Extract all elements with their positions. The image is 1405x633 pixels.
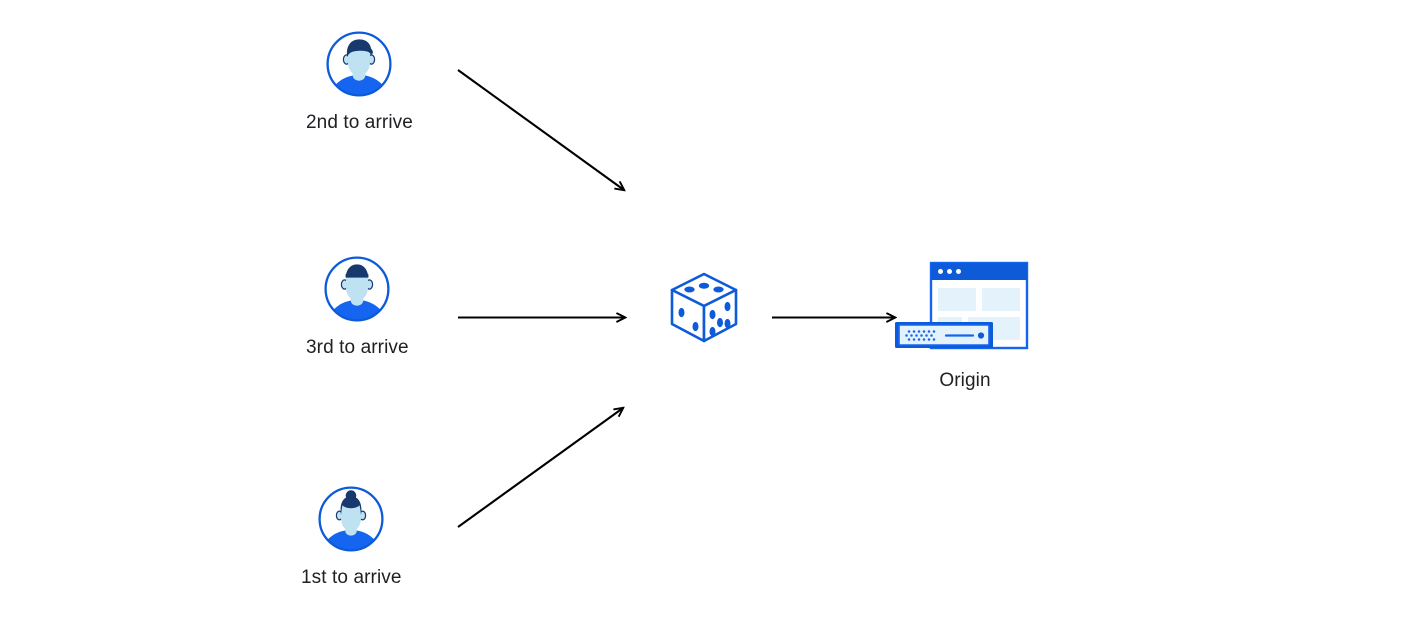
node-label-origin: Origin [939,370,991,391]
user-avatar-male-icon [321,26,397,102]
arrow-client1st-to-randomizer [457,408,623,528]
user-avatar-male-icon [319,251,395,327]
origin-server-icon [890,252,1040,360]
node-client-3rd[interactable]: 3rd to arrive [306,251,409,359]
node-client-1st[interactable]: 1st to arrive [301,481,402,589]
user-avatar-female-icon [313,481,389,557]
node-origin[interactable]: Origin [890,252,1040,392]
dice-icon [668,270,740,346]
node-randomizer[interactable] [668,270,740,346]
node-client-2nd[interactable]: 2nd to arrive [306,26,413,134]
node-label-client-2nd: 2nd to arrive [306,112,413,133]
arrow-client2nd-to-randomizer [457,69,624,190]
server-device-icon [895,322,993,348]
node-label-client-3rd: 3rd to arrive [306,337,409,358]
node-label-client-1st: 1st to arrive [301,567,402,588]
